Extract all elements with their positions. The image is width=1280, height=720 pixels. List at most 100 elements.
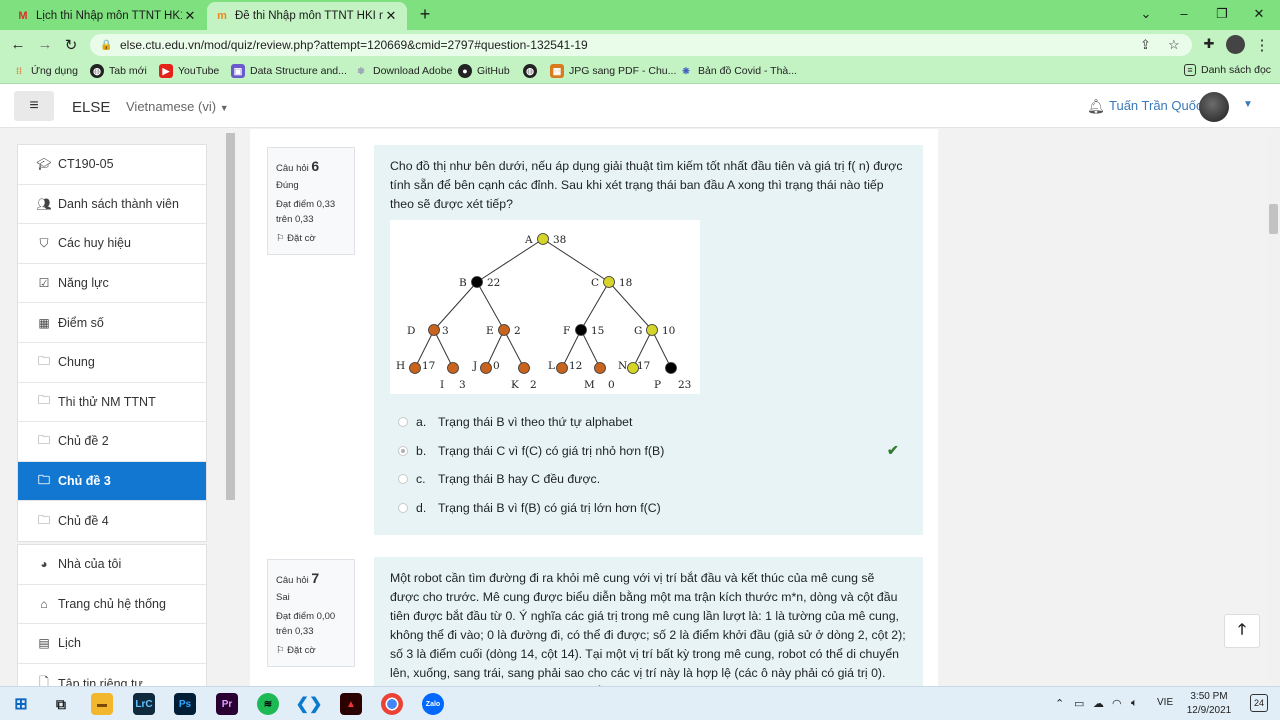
sidebar-item-topic-2[interactable]: 🗀Chủ đề 2 bbox=[18, 422, 206, 462]
language-menu[interactable]: Vietnamese (vi) ▼ bbox=[126, 99, 229, 114]
bookmark-item[interactable]: ▶YouTube bbox=[159, 64, 219, 78]
answer-radio[interactable] bbox=[398, 445, 408, 456]
back-arrow-icon[interactable]: ← bbox=[10, 36, 26, 53]
windows-start-icon[interactable]: ⊞ bbox=[14, 696, 28, 713]
page-scrollbar[interactable] bbox=[1266, 129, 1280, 686]
notification-center-icon[interactable]: 24 bbox=[1250, 694, 1268, 712]
close-tab-icon[interactable]: ✕ bbox=[385, 8, 397, 23]
globe-icon: ◍ bbox=[90, 64, 104, 78]
sidebar-item-practice-exam[interactable]: 🗀Thi thử NM TTNT bbox=[18, 383, 206, 423]
user-name[interactable]: Tuấn Trần Quốc bbox=[1109, 98, 1203, 113]
tray-network-icon[interactable]: ☁ bbox=[1093, 698, 1104, 710]
tray-chevron-icon[interactable]: ⌃ bbox=[1055, 698, 1065, 710]
graph-edge-D-I bbox=[433, 329, 454, 369]
share-icon[interactable]: ⇪ bbox=[1140, 37, 1151, 52]
answer-option-d[interactable]: d.Trạng thái B vì f(B) có giá trị lớn hơ… bbox=[390, 494, 907, 523]
graph-node-value-F: 15 bbox=[591, 325, 604, 337]
bookmark-item[interactable]: ▣Data Structure and... bbox=[231, 64, 347, 78]
browser-tab-2-active[interactable]: m Đề thi Nhập môn TTNT HKI năm ✕ bbox=[207, 2, 407, 30]
bookmark-item[interactable]: ●GitHub bbox=[458, 64, 510, 78]
file-explorer-icon[interactable]: ▬ bbox=[91, 693, 113, 715]
forward-arrow-icon[interactable]: → bbox=[37, 36, 53, 53]
covid-map-icon: ❋ bbox=[682, 65, 690, 76]
moodle-icon: m bbox=[217, 10, 227, 22]
graph-edge-C-G bbox=[608, 281, 653, 331]
answer-option-c[interactable]: c.Trạng thái B hay C đều được. bbox=[390, 465, 907, 494]
sidebar-item-site-home[interactable]: ⌂Trang chủ hệ thống bbox=[18, 585, 206, 625]
tray-app-icon[interactable]: ▭ bbox=[1074, 698, 1085, 710]
checkbox-icon: ☑ bbox=[38, 276, 50, 291]
sidebar-scrollbar[interactable] bbox=[225, 129, 236, 686]
site-brand[interactable]: ELSE bbox=[72, 99, 111, 116]
shield-icon: ⛉ bbox=[39, 235, 49, 250]
graph-node-label-P: P bbox=[654, 379, 661, 391]
system-clock[interactable]: 3:50 PM 12/9/2021 bbox=[1186, 691, 1232, 716]
spotify-icon[interactable]: ≋ bbox=[257, 693, 279, 715]
sidebar-item-dashboard[interactable]: ◕Nhà của tôi bbox=[18, 545, 206, 585]
answer-radio[interactable] bbox=[398, 502, 408, 513]
notification-bell-icon[interactable]: 🔔︎ bbox=[1087, 98, 1105, 114]
new-tab-button[interactable]: + bbox=[419, 4, 431, 24]
reading-list-button[interactable]: ≡Danh sách đọc bbox=[1184, 64, 1271, 76]
close-tab-icon[interactable]: ✕ bbox=[184, 8, 196, 23]
drawer-toggle-button[interactable]: ≡ bbox=[14, 91, 54, 121]
maximize-icon[interactable]: ❐ bbox=[1216, 6, 1228, 21]
graph-edge-A-B bbox=[476, 238, 544, 283]
sidebar-item-course[interactable]: 🎓︎CT190-05 bbox=[18, 145, 206, 185]
task-view-icon[interactable]: ⧉ bbox=[56, 695, 66, 712]
user-menu-caret-icon[interactable]: ▼ bbox=[1243, 99, 1253, 110]
page-scroll-thumb[interactable] bbox=[1269, 204, 1278, 234]
vscode-icon[interactable]: ❮❯ bbox=[296, 693, 322, 715]
chrome-icon[interactable] bbox=[381, 693, 403, 715]
address-bar[interactable]: 🔒 else.ctu.edu.vn/mod/quiz/review.php?at… bbox=[90, 34, 1192, 56]
bookmark-item[interactable]: ⁞⁞Ứng dụng bbox=[12, 64, 78, 78]
browser-tab-1[interactable]: M Lịch thi Nhập môn TTNT HK1 202 ✕ bbox=[8, 2, 206, 30]
flag-icon: ⚐ bbox=[276, 232, 285, 244]
back-to-top-button[interactable]: 🡑 bbox=[1224, 614, 1260, 648]
flag-question-button[interactable]: ⚐ Đặt cờ bbox=[276, 232, 316, 244]
graph-node-H bbox=[409, 362, 421, 375]
flag-question-button[interactable]: ⚐ Đặt cờ bbox=[276, 644, 316, 656]
bookmark-item[interactable]: ❋Bản đồ Covid - Thà... bbox=[679, 64, 797, 78]
game-app-icon[interactable]: ▲ bbox=[340, 693, 362, 715]
sidebar-item-competencies[interactable]: ☑Năng lực bbox=[18, 264, 206, 304]
avatar[interactable] bbox=[1199, 92, 1229, 122]
photoshop-icon[interactable]: Ps bbox=[174, 693, 196, 715]
menu-kebab-icon[interactable]: ⋮ bbox=[1254, 37, 1270, 54]
sidebar-item-calendar[interactable]: ▤Lịch bbox=[18, 624, 206, 664]
sidebar-item-grades[interactable]: ▦Điểm số bbox=[18, 303, 206, 343]
sidebar-item-topic-4[interactable]: 🗀Chủ đề 4 bbox=[18, 501, 206, 541]
tray-wifi-icon[interactable]: ◠ bbox=[1112, 698, 1122, 710]
answer-radio[interactable] bbox=[398, 417, 408, 428]
premiere-icon[interactable]: Pr bbox=[216, 693, 238, 715]
answer-option-a[interactable]: a.Trạng thái B vì theo thứ tự alphabet bbox=[390, 408, 907, 437]
tab-search-chevron-icon[interactable]: ⌄ bbox=[1140, 6, 1152, 21]
answer-radio[interactable] bbox=[398, 474, 408, 485]
graph-node-label-G: G bbox=[634, 325, 642, 337]
bookmark-item[interactable]: ✾Download Adobe bbox=[354, 64, 452, 78]
zalo-icon[interactable]: Zalo bbox=[422, 693, 444, 715]
graph-node-value-A: 38 bbox=[553, 234, 566, 246]
sidebar-item-badges[interactable]: ⛉Các huy hiệu bbox=[18, 224, 206, 264]
sidebar-item-participants[interactable]: 👥︎Danh sách thành viên bbox=[18, 185, 206, 225]
bookmark-item[interactable]: ▦JPG sang PDF - Chu... bbox=[550, 64, 676, 78]
graph-node-value-D: 3 bbox=[442, 325, 449, 337]
minimize-icon[interactable]: – bbox=[1180, 6, 1188, 21]
bookmark-item[interactable]: ◍Tab mới bbox=[90, 64, 147, 78]
answer-option-b[interactable]: b.Trạng thái C vì f(C) có giá trị nhỏ hơ… bbox=[390, 437, 907, 466]
extensions-puzzle-icon[interactable]: ✚ bbox=[1203, 36, 1215, 51]
bookmark-star-icon[interactable]: ☆ bbox=[1168, 37, 1180, 52]
tray-language[interactable]: VIE bbox=[1157, 697, 1174, 708]
sidebar-item-general[interactable]: 🗀Chung bbox=[18, 343, 206, 383]
close-window-icon[interactable]: ✕ bbox=[1253, 6, 1265, 21]
sidebar-item-topic-3[interactable]: 🗀Chủ đề 3 bbox=[18, 461, 206, 502]
sidebar-item-private-files[interactable]: 🗋Tập tin riêng tư bbox=[18, 664, 206, 686]
lightroom-icon[interactable]: LrC bbox=[133, 693, 155, 715]
profile-avatar-icon[interactable] bbox=[1226, 35, 1245, 54]
reload-icon[interactable]: ↻ bbox=[64, 37, 78, 54]
bookmark-item[interactable]: ◍ bbox=[523, 64, 542, 78]
sidebar-scroll-thumb[interactable] bbox=[226, 133, 235, 500]
graph-node-label-E: E bbox=[486, 325, 494, 337]
tray-volume-icon[interactable]: 🔈︎ bbox=[1131, 697, 1138, 709]
